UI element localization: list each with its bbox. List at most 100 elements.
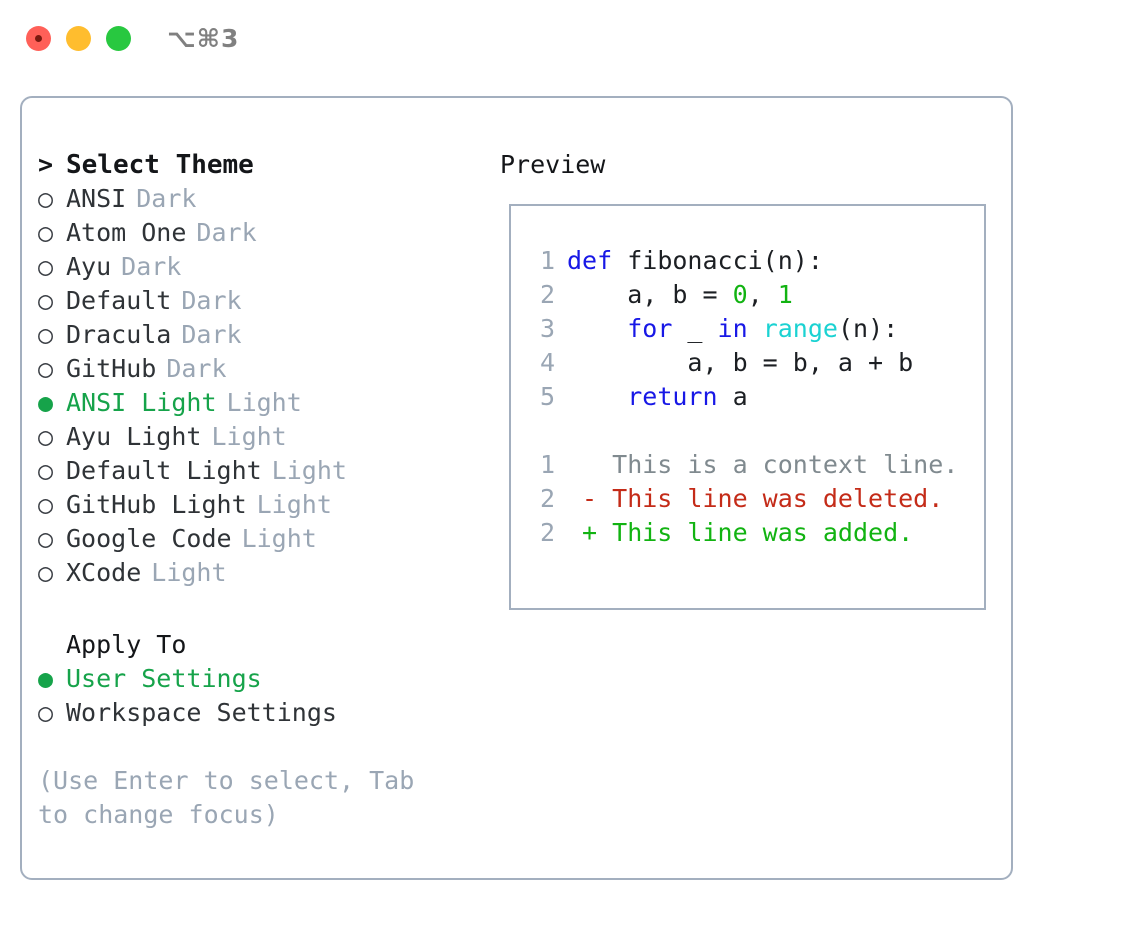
theme-list-item[interactable]: ○ Atom One Dark	[38, 216, 478, 250]
code-line-text: def fibonacci(n):	[567, 244, 823, 278]
theme-name-label: Dracula	[66, 320, 172, 349]
radio-unselected-icon[interactable]: ○	[38, 490, 54, 519]
code-token: return	[627, 382, 718, 411]
code-line-number: 1	[539, 246, 555, 275]
select-theme-heading: > Select Theme	[38, 148, 478, 182]
theme-name-label: GitHub Light	[66, 490, 247, 519]
diff-line: 2 + This line was added.	[525, 516, 984, 550]
code-token	[748, 314, 763, 343]
theme-name-label: GitHub	[66, 354, 157, 383]
radio-unselected-icon[interactable]: ○	[38, 354, 54, 383]
code-token: def	[567, 246, 628, 275]
radio-unselected-icon[interactable]: ○	[38, 286, 54, 315]
theme-name-label: ANSI	[66, 184, 127, 213]
theme-kind-badge: Dark	[136, 184, 197, 213]
apply-to-option[interactable]: ○ Workspace Settings	[38, 696, 478, 730]
diff-sample: 1 This is a context line.2 - This line w…	[525, 448, 984, 550]
radio-unselected-icon[interactable]: ○	[38, 456, 54, 485]
code-line: 4 a, b = b, a + b	[525, 346, 984, 380]
radio-unselected-icon[interactable]: ○	[38, 218, 54, 247]
code-line-text: for _ in range(n):	[567, 312, 898, 346]
code-line-number: 3	[539, 314, 555, 343]
theme-kind-badge: Light	[151, 558, 227, 587]
code-line: 5 return a	[525, 380, 984, 414]
theme-name-label: Ayu	[66, 252, 112, 281]
code-token: (n):	[837, 314, 899, 343]
apply-to-option-label: Workspace Settings	[66, 698, 337, 727]
radio-unselected-icon[interactable]: ○	[38, 524, 54, 553]
apply-to-option[interactable]: ● User Settings	[38, 662, 478, 696]
theme-kind-badge: Dark	[181, 320, 242, 349]
diff-line: 2 - This line was deleted.	[525, 482, 984, 516]
theme-name-label: Default Light	[66, 456, 262, 485]
theme-list-item[interactable]: ○ XCode Light	[38, 556, 478, 590]
code-token	[567, 314, 627, 343]
code-line-text: a, b = 0, 1	[567, 278, 793, 312]
diff-line-text: This is a context line.	[567, 450, 959, 479]
theme-name-label: XCode	[66, 558, 142, 587]
code-token: for	[627, 314, 673, 343]
code-token: range	[762, 314, 838, 343]
code-token: a, b = b, a + b	[567, 348, 914, 377]
code-line-text: a, b = b, a + b	[567, 346, 913, 380]
theme-kind-badge: Dark	[196, 218, 257, 247]
preview-heading: Preview	[500, 150, 606, 179]
theme-kind-badge: Dark	[166, 354, 227, 383]
apply-to-options-list: ● User Settings ○ Workspace Settings	[38, 662, 478, 730]
code-token: _	[672, 314, 718, 343]
radio-unselected-icon[interactable]: ○	[38, 184, 54, 213]
theme-list-item[interactable]: ○ GitHub Dark	[38, 352, 478, 386]
code-line: 2 a, b = 0, 1	[525, 278, 984, 312]
diff-line: 1 This is a context line.	[525, 448, 984, 482]
theme-kind-badge: Light	[271, 456, 347, 485]
page-title: Select Theme	[66, 150, 254, 180]
code-line-number: 5	[539, 382, 555, 411]
theme-kind-badge: Dark	[181, 286, 242, 315]
code-token: in	[717, 314, 748, 343]
preview-spacer	[525, 414, 984, 448]
theme-name-label: ANSI Light	[66, 388, 217, 417]
radio-unselected-icon[interactable]: ○	[38, 558, 54, 587]
radio-selected-icon[interactable]: ●	[38, 664, 54, 693]
theme-list-item[interactable]: ● ANSI Light Light	[38, 386, 478, 420]
code-token: fibonacci(n):	[627, 246, 823, 275]
code-token: 0	[732, 280, 748, 309]
close-window-icon[interactable]	[26, 26, 51, 51]
radio-selected-icon[interactable]: ●	[38, 388, 54, 417]
diff-line-number: 2	[539, 518, 555, 547]
theme-list-item[interactable]: ○ GitHub Light Light	[38, 488, 478, 522]
apply-to-heading: Apply To	[66, 630, 187, 659]
diff-line-text: - This line was deleted.	[567, 484, 944, 513]
code-token: a	[717, 382, 748, 411]
maximize-window-icon[interactable]	[106, 26, 131, 51]
radio-unselected-icon[interactable]: ○	[38, 320, 54, 349]
theme-name-label: Atom One	[66, 218, 187, 247]
theme-list-item[interactable]: ○ Dracula Dark	[38, 318, 478, 352]
code-token: ,	[747, 280, 778, 309]
code-line: 3 for _ in range(n):	[525, 312, 984, 346]
theme-list-item[interactable]: ○ Ayu Light Light	[38, 420, 478, 454]
theme-list-item[interactable]: ○ ANSI Dark	[38, 182, 478, 216]
theme-kind-badge: Light	[211, 422, 287, 451]
radio-unselected-icon[interactable]: ○	[38, 698, 54, 727]
theme-name-label: Ayu Light	[66, 422, 202, 451]
code-line-number: 4	[539, 348, 555, 377]
apply-to-option-label: User Settings	[66, 664, 262, 693]
minimize-window-icon[interactable]	[66, 26, 91, 51]
apply-to-section: Apply To ● User Settings ○ Workspace Settin…	[38, 628, 478, 730]
theme-kind-badge: Light	[256, 490, 332, 519]
code-token: 1	[777, 280, 793, 309]
theme-list-item[interactable]: ○ Default Light Light	[38, 454, 478, 488]
radio-unselected-icon[interactable]: ○	[38, 422, 54, 451]
heading-caret-icon: >	[38, 150, 54, 179]
radio-unselected-icon[interactable]: ○	[38, 252, 54, 281]
theme-kind-badge: Light	[226, 388, 302, 417]
